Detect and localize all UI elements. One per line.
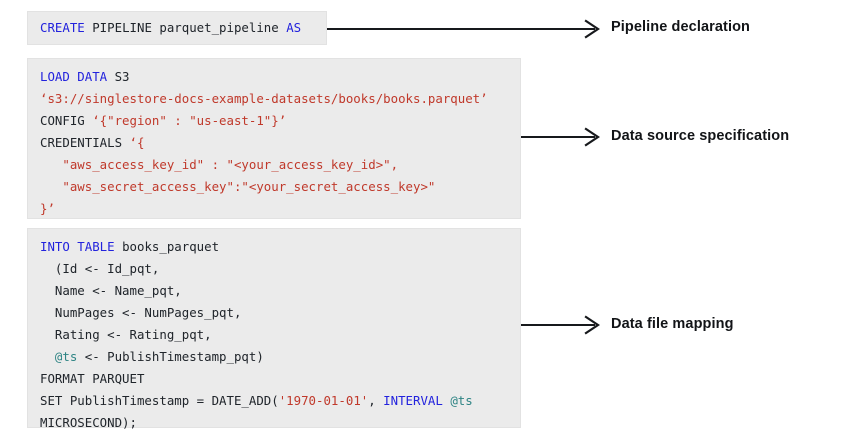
code-line: CONFIG ‘{"region" : "us-east-1"}’ — [40, 110, 508, 132]
code-token: @ts — [450, 393, 473, 408]
code-line: "aws_access_key_id" : "<your_access_key_… — [40, 154, 508, 176]
code-token: "aws_access_key_id" : "<your_access_key_… — [40, 157, 399, 172]
code-line: CREDENTIALS ‘{ — [40, 132, 508, 154]
code-token: @ts — [54, 349, 78, 364]
code-line: SET PublishTimestamp = DATE_ADD('1970-01… — [40, 390, 508, 412]
code-line: CREATE PIPELINE parquet_pipeline AS — [40, 17, 314, 39]
annotation-label-pipeline-declaration: Pipeline declaration — [611, 19, 750, 35]
code-token: MICROSECOND); — [40, 415, 137, 430]
code-block-data-file-mapping: INTO TABLE books_parquet (Id <- Id_pqt, … — [27, 228, 521, 430]
code-token: "aws_secret_access_key":"<your_secret_ac… — [40, 179, 436, 194]
code-token: CONFIG — [40, 113, 93, 128]
code-line: Name <- Name_pqt, — [40, 280, 508, 302]
code-token: ‘{ — [129, 135, 145, 150]
code-token: PIPELINE parquet_pipeline — [84, 20, 287, 35]
code-line: NumPages <- NumPages_pqt, — [40, 302, 508, 324]
code-token: LOAD DATA — [40, 69, 108, 84]
code-token — [40, 349, 55, 364]
code-line: @ts <- PublishTimestamp_pqt) — [40, 346, 508, 368]
annotation-label-data-file-mapping: Data file mapping — [611, 316, 734, 332]
arrow-to-data-source-specification — [521, 127, 600, 147]
code-token: INTERVAL — [383, 393, 443, 408]
code-token: (Id <- Id_pqt, — [40, 261, 160, 276]
code-token: S3 — [107, 69, 130, 84]
code-line: FORMAT PARQUET — [40, 368, 508, 390]
code-token: Rating <- Rating_pqt, — [40, 327, 212, 342]
code-token: <- PublishTimestamp_pqt) — [77, 349, 264, 364]
code-token: INTO TABLE — [40, 239, 115, 254]
code-line: LOAD DATA S3 — [40, 66, 508, 88]
code-token: SET PublishTimestamp = DATE_ADD( — [40, 393, 279, 408]
code-token: '1970-01-01' — [278, 393, 369, 408]
code-line: "aws_secret_access_key":"<your_secret_ac… — [40, 176, 508, 198]
arrow-to-data-file-mapping — [521, 315, 600, 335]
code-token: AS — [286, 20, 302, 35]
code-line: }’ — [40, 198, 508, 220]
code-block-pipeline-declaration: CREATE PIPELINE parquet_pipeline AS — [27, 11, 327, 45]
code-token: }’ — [40, 201, 55, 216]
code-token: CREDENTIALS — [40, 135, 130, 150]
code-line: INTO TABLE books_parquet — [40, 236, 508, 258]
code-block-data-source-specification: LOAD DATA S3 ‘s3://singlestore-docs-examp… — [27, 58, 521, 219]
code-line: MICROSECOND); — [40, 412, 508, 434]
code-token: , — [368, 393, 384, 408]
code-token: ‘s3://singlestore-docs-example-datasets/… — [40, 91, 488, 106]
code-line: Rating <- Rating_pqt, — [40, 324, 508, 346]
arrow-to-pipeline-declaration — [327, 19, 600, 39]
code-line: (Id <- Id_pqt, — [40, 258, 508, 280]
code-token: ‘{"region" : "us-east-1"}’ — [92, 113, 287, 128]
code-token: FORMAT PARQUET — [40, 371, 145, 386]
code-token: CREATE — [40, 20, 85, 35]
code-line: ‘s3://singlestore-docs-example-datasets/… — [40, 88, 508, 110]
code-token: books_parquet — [114, 239, 220, 254]
code-token: NumPages <- NumPages_pqt, — [40, 305, 242, 320]
code-token: Name <- Name_pqt, — [40, 283, 182, 298]
annotation-label-data-source-specification: Data source specification — [611, 128, 790, 144]
